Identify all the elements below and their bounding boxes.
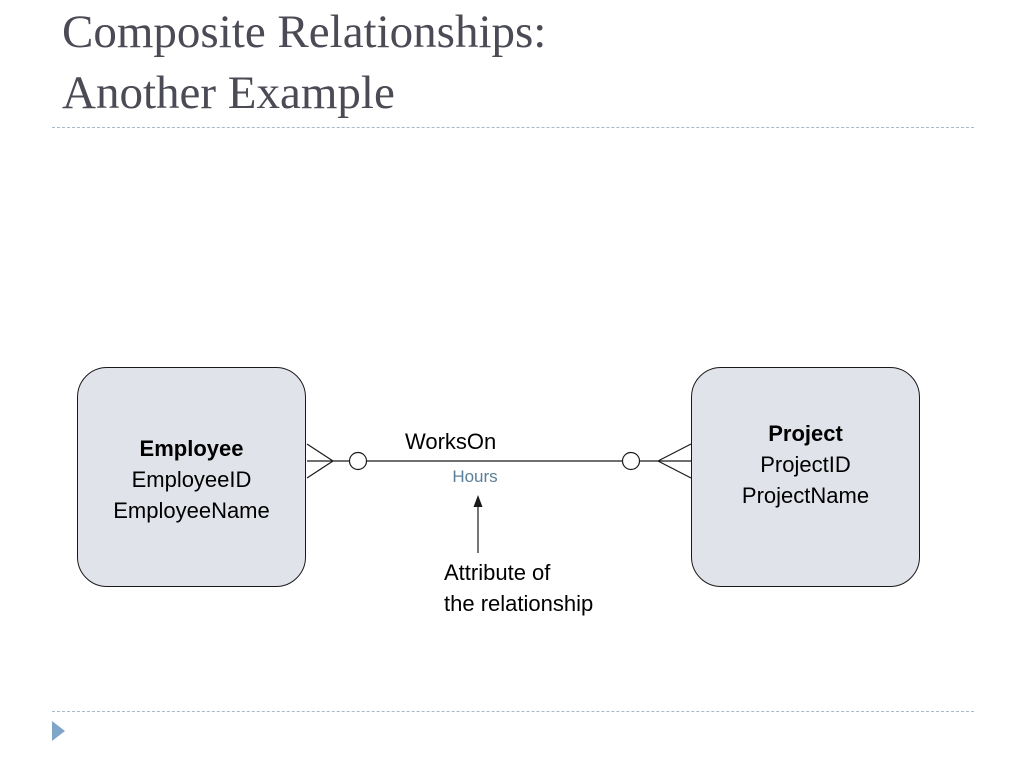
title-line-2: Another Example xyxy=(62,67,395,119)
project-optional-circle-icon xyxy=(621,451,641,471)
entity-name: Project xyxy=(768,421,843,446)
title-line-1: Composite Relationships: xyxy=(62,6,547,58)
entity-name: Employee xyxy=(139,436,244,461)
relationship-name: WorksOn xyxy=(405,429,497,454)
relationship-attribute: Hours xyxy=(452,467,498,486)
entity-attribute: ProjectID xyxy=(760,452,851,477)
title-divider xyxy=(52,127,974,128)
triangle-right-icon xyxy=(52,721,65,741)
annotation-text: Attribute of the relationship xyxy=(444,557,664,619)
entity-attribute: EmployeeName xyxy=(113,498,270,523)
annotation-line-2: the relationship xyxy=(444,591,594,616)
entity-project: Project ProjectID ProjectName xyxy=(691,367,920,587)
arrow-up-icon xyxy=(473,495,483,507)
footer-divider xyxy=(52,711,974,712)
entity-employee: Employee EmployeeID EmployeeName xyxy=(77,367,306,587)
employee-crows-foot-icon xyxy=(306,443,334,479)
entity-attribute: ProjectName xyxy=(741,483,870,508)
page-title: Composite Relationships: Another Example xyxy=(62,2,962,124)
employee-optional-circle-icon xyxy=(348,451,368,471)
annotation-line-1: Attribute of xyxy=(444,560,551,585)
project-crows-foot-icon xyxy=(657,443,692,479)
entity-attribute: EmployeeID xyxy=(131,467,252,492)
